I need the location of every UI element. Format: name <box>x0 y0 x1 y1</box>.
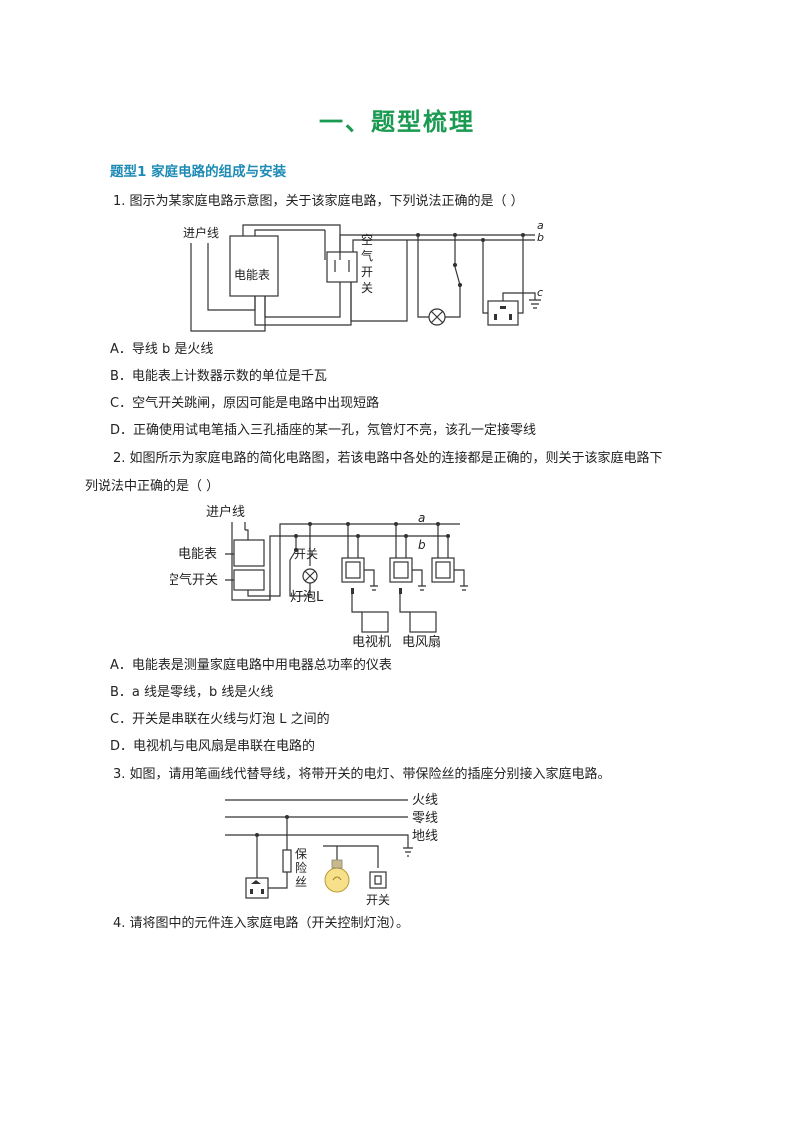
q1-option-b: B．电能表上计数器示数的单位是千瓦 <box>110 369 327 384</box>
q3-circuit-diagram: 火线 零线 地线 保 险 丝 开关 <box>225 793 438 907</box>
q3-bulb-glass <box>324 867 350 893</box>
q2-label-fan: 电风扇 <box>402 634 441 650</box>
q3-label-live: 火线 <box>412 793 438 808</box>
q2-label-breaker: 空气开关 <box>170 572 218 588</box>
q3-label-fuse-1: 保 <box>295 847 307 861</box>
q2-label-b: b <box>418 538 426 552</box>
section-heading: 题型1 家庭电路的组成与安装 <box>110 164 287 180</box>
q2-option-b: B．a 线是零线，b 线是火线 <box>110 685 274 700</box>
q1-meter-box <box>229 235 279 297</box>
q2-label-lamp: 灯泡L <box>290 590 324 605</box>
q1-label-breaker-1: 空 <box>361 233 373 247</box>
q2-circuit-diagram: 进户线 电能表 空气开关 开关 灯泡L 电视机 电风扇 a b <box>170 504 468 650</box>
q1-label-b: b <box>537 231 544 244</box>
q2-fan-box <box>409 611 437 633</box>
q2-tv-box <box>361 611 389 633</box>
q1-label-meter: 电能表 <box>234 268 270 282</box>
q2-stem-line2: 列说法中正确的是（ ） <box>85 479 220 494</box>
q1-label-a: a <box>537 219 544 232</box>
q2-label-in: 进户线 <box>206 504 245 520</box>
q2-option-a: A．电能表是测量家庭电路中用电器总功率的仪表 <box>110 658 392 673</box>
q1-stem: 1. 图示为某家庭电路示意图，关于该家庭电路，下列说法正确的是（ ） <box>113 194 524 209</box>
q3-stem: 3. 如图，请用笔画线代替导线，将带开关的电灯、带保险丝的插座分别接入家庭电路。 <box>113 767 611 782</box>
q2-stem-line1: 2. 如图所示为家庭电路的简化电路图，若该电路中各处的连接都是正确的，则关于该家… <box>113 451 663 466</box>
q1-circuit-diagram: 进户线 电能表 空 气 开 关 a b c <box>183 219 544 332</box>
q3-label-neutral: 零线 <box>412 811 438 826</box>
q2-label-switch: 开关 <box>294 547 318 561</box>
q3-fuse-box <box>282 849 292 873</box>
q1-label-breaker-4: 关 <box>361 281 373 295</box>
q3-bulb-base <box>331 859 343 869</box>
q1-label-in: 进户线 <box>183 225 219 240</box>
q2-label-meter: 电能表 <box>178 547 217 562</box>
q3-label-fuse-3: 丝 <box>295 875 307 889</box>
q2-meter-box <box>233 539 265 567</box>
q4-stem: 4. 请将图中的元件连入家庭电路（开关控制灯泡）。 <box>113 916 410 931</box>
page-title: 一、题型梳理 <box>319 108 475 136</box>
q1-label-breaker-2: 气 <box>361 248 373 263</box>
q1-option-a: A．导线 b 是火线 <box>110 342 214 357</box>
q1-label-breaker-3: 开 <box>361 265 373 279</box>
q2-label-a: a <box>418 511 425 525</box>
q1-breaker-box <box>326 251 358 283</box>
q2-option-c: C．开关是串联在火线与灯泡 L 之间的 <box>110 712 330 727</box>
q3-label-switch: 开关 <box>366 893 390 907</box>
q2-label-tv: 电视机 <box>352 635 391 650</box>
q2-option-d: D．电视机与电风扇是串联在电路的 <box>110 739 316 754</box>
q3-label-fuse-2: 险 <box>295 860 307 875</box>
q3-switch-box <box>369 871 387 889</box>
q3-label-ground: 地线 <box>412 829 438 844</box>
q1-option-d: D．正确使用试电笔插入三孔插座的某一孔，氖管灯不亮，该孔一定接零线 <box>110 423 537 438</box>
q1-option-c: C．空气开关跳闸，原因可能是电路中出现短路 <box>110 396 380 411</box>
q1-label-c: c <box>537 286 543 299</box>
q2-breaker-box <box>233 569 265 591</box>
